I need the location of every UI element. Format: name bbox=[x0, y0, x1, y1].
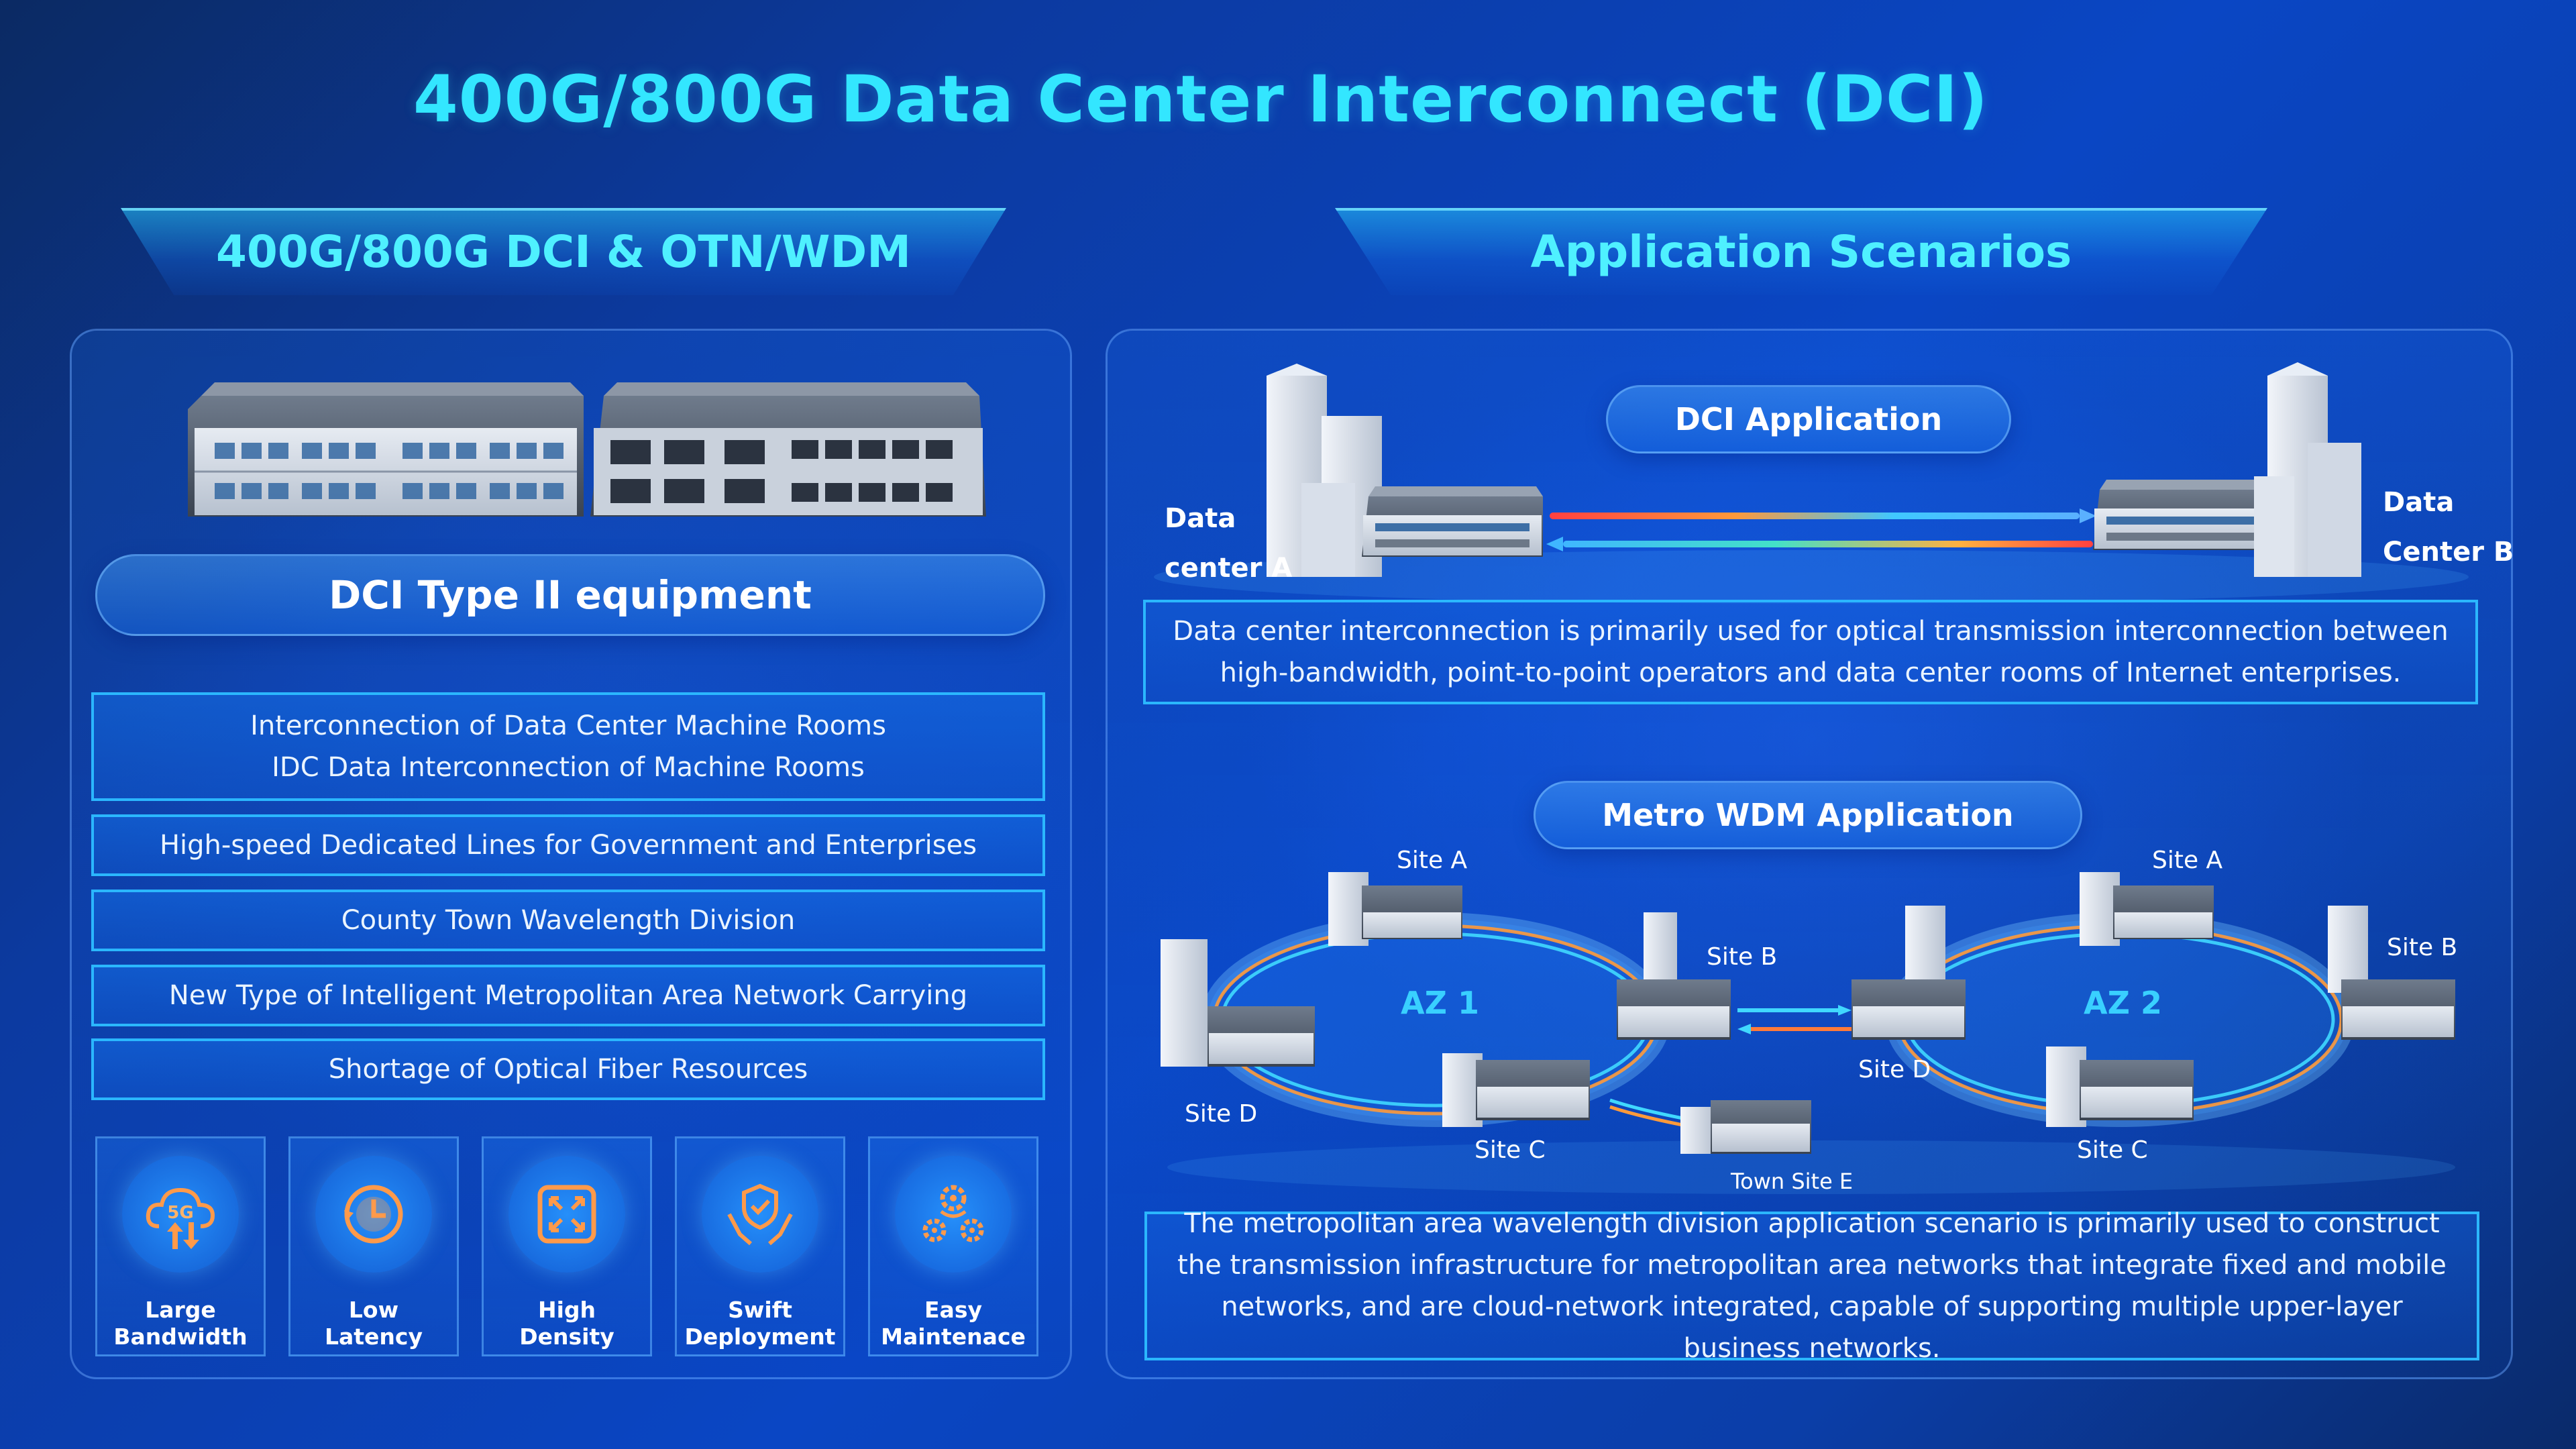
dci-device-a bbox=[1362, 486, 1543, 557]
az1-label: AZ 1 bbox=[1401, 985, 1479, 1021]
data-center-a-line: center A bbox=[1165, 553, 1293, 584]
left-banner-label: 400G/800G DCI & OTN/WDM bbox=[216, 225, 911, 278]
list-item-line: New Type of Intelligent Metropolitan Are… bbox=[168, 980, 968, 1011]
equipment-label: DCI Type II equipment bbox=[329, 572, 812, 618]
dci-device-b bbox=[2093, 480, 2274, 550]
town-site-e-label: Town Site E bbox=[1731, 1169, 1854, 1194]
metro-wdm-pill: Metro WDM Application bbox=[1534, 781, 2082, 849]
metro-wdm-label: Metro WDM Application bbox=[1602, 797, 2014, 833]
dci-equipment-image bbox=[188, 382, 986, 517]
feature-label: Low bbox=[348, 1297, 399, 1323]
shield-hands-icon bbox=[702, 1156, 818, 1273]
metro-wdm-diagram bbox=[1161, 872, 2455, 1194]
data-center-b-line: Center B bbox=[2383, 537, 2514, 568]
az1-site-a-node bbox=[1328, 872, 1462, 946]
dci-application-label: DCI Application bbox=[1674, 401, 1943, 437]
az2-site-d-label: Site D bbox=[1858, 1056, 1931, 1083]
dci-application-pill: DCI Application bbox=[1606, 385, 2011, 453]
list-item-line: Interconnection of Data Center Machine R… bbox=[250, 710, 886, 741]
az1-site-c-label: Site C bbox=[1474, 1136, 1546, 1164]
list-item-fiber-shortage: Shortage of Optical Fiber Resources bbox=[91, 1038, 1045, 1100]
list-item-county-town: County Town Wavelength Division bbox=[91, 890, 1045, 951]
equipment-label-pill: DCI Type II equipment bbox=[95, 554, 1045, 636]
dci-description-text: Data center interconnection is primarily… bbox=[1173, 616, 2449, 688]
feature-label: Deployment bbox=[684, 1324, 836, 1350]
list-item-line: Shortage of Optical Fiber Resources bbox=[328, 1054, 808, 1085]
data-center-b-building bbox=[2254, 362, 2361, 577]
az1-site-b-node bbox=[1617, 912, 1731, 1040]
list-item-dedicated-lines: High-speed Dedicated Lines for Governmen… bbox=[91, 814, 1045, 876]
az2-label: AZ 2 bbox=[2084, 985, 2162, 1021]
list-item-line: High-speed Dedicated Lines for Governmen… bbox=[159, 830, 977, 861]
data-center-b-label: Data Center B bbox=[2383, 478, 2514, 577]
dci-application-diagram bbox=[1154, 362, 2469, 604]
az2-site-d-node bbox=[1851, 906, 1966, 1040]
feature-label: Latency bbox=[324, 1324, 423, 1350]
feature-label: Swift bbox=[728, 1297, 792, 1323]
page-title: 400G/800G Data Center Interconnect (DCI) bbox=[413, 62, 1988, 137]
az2-site-a-node bbox=[2080, 872, 2214, 946]
list-item-line: County Town Wavelength Division bbox=[341, 905, 796, 936]
feature-label: Large bbox=[145, 1297, 216, 1323]
az2-site-a-label: Site A bbox=[2152, 847, 2223, 874]
az2-site-b-node bbox=[2328, 906, 2455, 1040]
expand-icon bbox=[508, 1156, 625, 1273]
list-item-metro-network: New Type of Intelligent Metropolitan Are… bbox=[91, 965, 1045, 1026]
az1-site-d-label: Site D bbox=[1185, 1100, 1258, 1128]
right-banner-label: Application Scenarios bbox=[1530, 225, 2072, 278]
dci-link-forward bbox=[1550, 513, 2080, 519]
5g-cloud-icon: 5G bbox=[122, 1156, 239, 1273]
az1-site-c-node bbox=[1442, 1053, 1590, 1127]
az1-site-d-node bbox=[1161, 939, 1315, 1067]
feature-label: Maintenace bbox=[881, 1324, 1026, 1350]
az1-site-b-label: Site B bbox=[1707, 943, 1778, 971]
az1-site-a-label: Site A bbox=[1397, 847, 1468, 874]
data-center-b-line: Data bbox=[2383, 487, 2455, 518]
dci-link-return bbox=[1563, 541, 2093, 547]
feature-label: Easy bbox=[924, 1297, 982, 1323]
feature-label: Density bbox=[519, 1324, 614, 1350]
az2-site-b-label: Site B bbox=[2387, 934, 2458, 961]
az2-site-c-label: Site C bbox=[2077, 1136, 2148, 1164]
metro-description-text: The metropolitan area wavelength divisio… bbox=[1177, 1208, 2447, 1364]
left-section-banner: 400G/800G DCI & OTN/WDM bbox=[121, 208, 1006, 295]
data-center-a-label: Data center A bbox=[1165, 494, 1292, 593]
feature-label: Bandwidth bbox=[113, 1324, 248, 1350]
az2-site-c-node bbox=[2046, 1046, 2194, 1127]
town-site-e-node bbox=[1680, 1100, 1811, 1154]
list-item-idc: Interconnection of Data Center Machine R… bbox=[91, 692, 1045, 801]
list-item-line: IDC Data Interconnection of Machine Room… bbox=[272, 752, 865, 783]
data-center-a-line: Data bbox=[1165, 503, 1236, 534]
5g-badge: 5G bbox=[167, 1203, 193, 1223]
clock-icon bbox=[315, 1156, 432, 1273]
dci-description: Data center interconnection is primarily… bbox=[1143, 600, 2478, 704]
metro-description: The metropolitan area wavelength divisio… bbox=[1144, 1208, 2479, 1364]
feature-label: High bbox=[537, 1297, 596, 1323]
gears-icon bbox=[895, 1156, 1012, 1273]
right-section-banner: Application Scenarios bbox=[1335, 208, 2267, 295]
